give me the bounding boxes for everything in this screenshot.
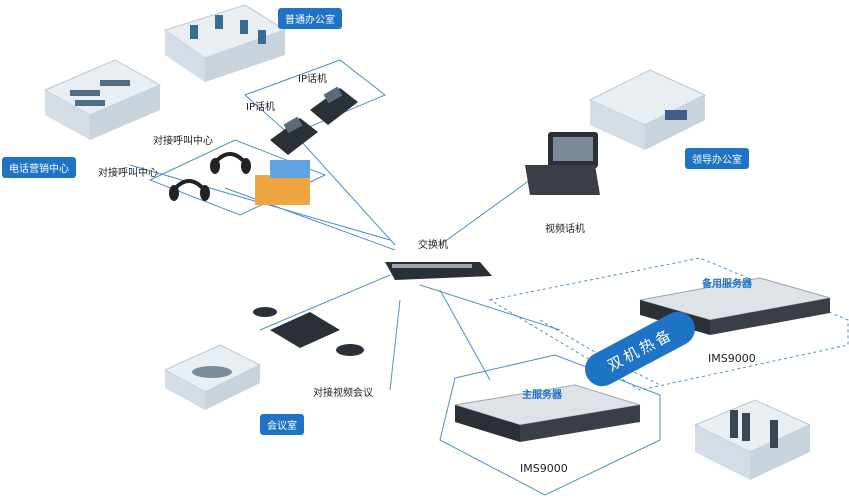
label-backup-server: 备用服务器 [702, 279, 752, 290]
main-area-dashed [439, 354, 661, 496]
telemarketing-room [43, 59, 162, 140]
label-call-center-2: 对接呼叫中心 [98, 168, 158, 179]
headset-icon [169, 179, 210, 201]
general-office-room [163, 4, 287, 82]
label-main-server: 主服务器 [522, 390, 562, 401]
conference-phone-icon [253, 307, 364, 356]
main-server-icon [454, 384, 641, 442]
label-main-model: IMS9000 [520, 462, 568, 475]
ip-phone-icon [270, 116, 318, 155]
tag-leader-office: 领导办公室 [685, 148, 749, 169]
label-backup-model: IMS9000 [708, 352, 756, 365]
label-video-phone: 视频话机 [545, 224, 585, 235]
label-ip-phone-2: IP话机 [246, 102, 275, 113]
ip-phone-icon [310, 86, 358, 125]
meeting-room [163, 344, 262, 410]
leader-office-room [588, 69, 707, 150]
switch-icon [385, 262, 492, 280]
headset-icon [210, 152, 251, 174]
connection-lines [129, 139, 561, 391]
video-phone-icon [525, 132, 600, 195]
label-call-center-1: 对接呼叫中心 [153, 136, 213, 147]
server-room [693, 399, 812, 480]
call-center-zone [148, 59, 386, 216]
tag-telemarketing: 电话营销中心 [2, 157, 76, 178]
tag-meeting-room: 会议室 [260, 414, 304, 435]
tag-general-office: 普通办公室 [278, 8, 342, 29]
label-switch: 交换机 [418, 240, 448, 251]
label-video-conference: 对接视频会议 [313, 388, 373, 399]
label-ip-phone-1: IP话机 [298, 74, 327, 85]
